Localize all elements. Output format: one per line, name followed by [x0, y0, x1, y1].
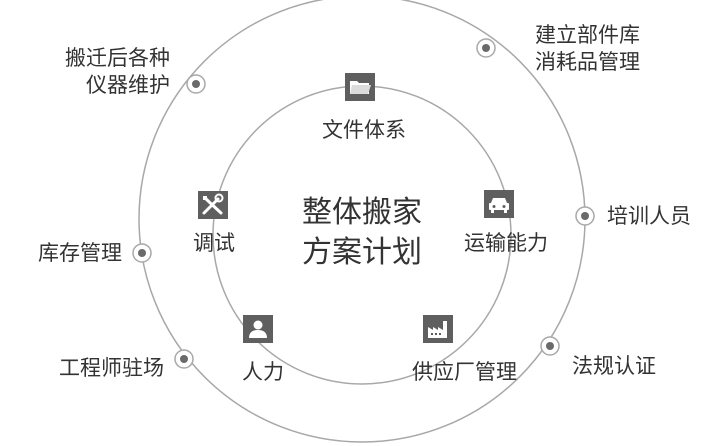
outer-item-line: 搬迁后各种: [65, 46, 170, 70]
ring-marker: [186, 74, 206, 94]
ring-marker: [540, 336, 560, 356]
outer-item-line: 仪器维护: [86, 73, 170, 97]
ring-marker: [476, 38, 496, 58]
inner-item-supplier-management: 供应厂管理: [412, 360, 517, 384]
person-icon: [243, 315, 273, 343]
factory-icon: [423, 315, 453, 343]
center-title: 整体搬家 方案计划: [272, 193, 452, 273]
center-title-line-2: 方案计划: [302, 235, 422, 270]
car-icon: [484, 190, 514, 218]
outer-item-engineer-onsite: 工程师驻场: [59, 356, 164, 380]
outer-item-certification: 法规认证: [572, 354, 656, 378]
inner-item-manpower: 人力: [242, 360, 284, 384]
center-title-line-1: 整体搬家: [302, 195, 422, 230]
inner-item-transport: 运输能力: [464, 231, 548, 255]
ring-marker: [132, 243, 152, 263]
outer-item-line: 消耗品管理: [535, 50, 640, 74]
tools-icon: [198, 191, 228, 219]
outer-item-inventory: 库存管理: [38, 241, 122, 265]
outer-item-parts-library: 建立部件库 消耗品管理: [535, 22, 640, 76]
folder-icon: [345, 73, 375, 101]
outer-item-instrument-maintenance: 搬迁后各种 仪器维护: [20, 45, 170, 99]
ring-marker: [174, 349, 194, 369]
inner-item-documents: 文件体系: [322, 118, 406, 142]
outer-item-training: 培训人员: [607, 204, 691, 228]
inner-item-debugging: 调试: [193, 231, 235, 255]
ring-marker: [575, 206, 595, 226]
outer-item-line: 建立部件库: [535, 23, 640, 47]
